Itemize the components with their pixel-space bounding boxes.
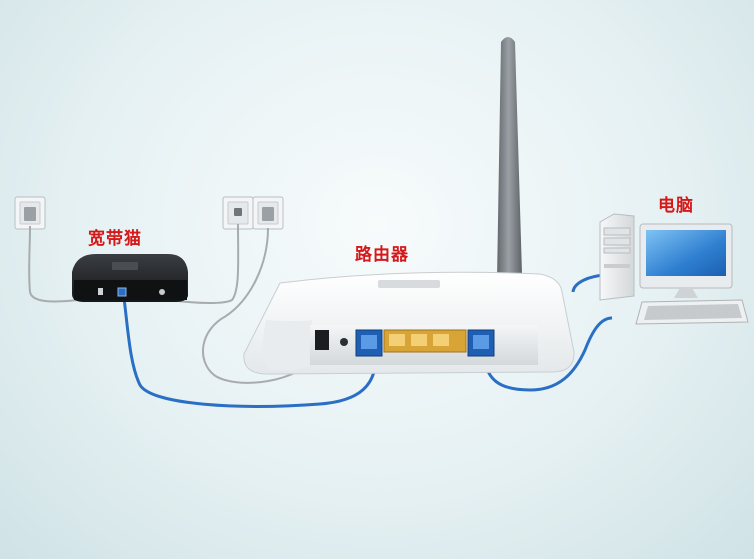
desktop-computer [599,213,749,325]
broadband-modem [72,254,188,302]
wall-socket-phone [222,196,254,230]
wall-socket-left [14,196,46,230]
wall-socket-right [252,196,284,230]
computer-label: 电脑 [658,196,694,216]
computer-tower [599,213,635,301]
router-label: 路由器 [355,245,409,265]
computer-keyboard [635,299,749,325]
modem-label: 宽带猫 [88,229,142,249]
wireless-router [243,271,575,375]
power-cable [28,223,321,384]
computer-monitor [639,223,733,298]
